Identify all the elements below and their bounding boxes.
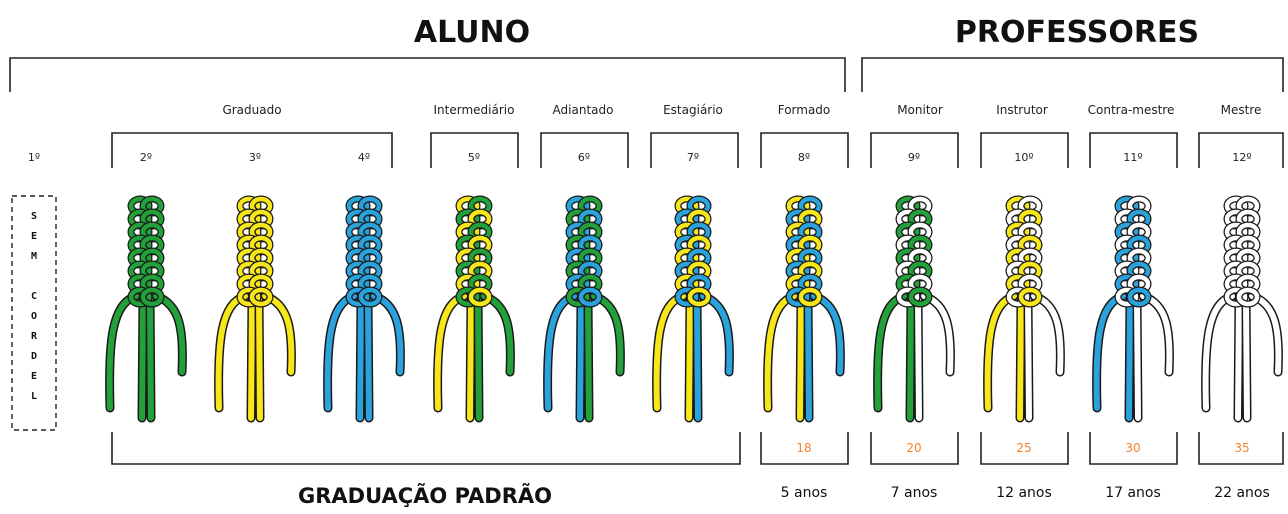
no-cord-label: S E M C O R D E L <box>31 211 38 402</box>
level-ordinal-7: 7º <box>687 151 699 164</box>
group-label-formado: Formado <box>778 103 831 117</box>
level-ordinal-2: 2º <box>140 151 152 164</box>
level-ordinal-4: 4º <box>358 151 370 164</box>
no-cord-letter: O <box>31 311 37 322</box>
min-age-9: 20 <box>906 441 921 455</box>
cord-level-9 <box>878 199 951 418</box>
level-ordinal-6: 6º <box>578 151 590 164</box>
years-10: 12 anos <box>996 485 1052 501</box>
bracket-graduacao-padrao <box>112 432 740 464</box>
cord-level-11 <box>1097 199 1170 418</box>
no-cord-letter: R <box>31 331 38 342</box>
level-ordinal-9: 9º <box>908 151 920 164</box>
years-12: 22 anos <box>1214 485 1270 501</box>
group-label-contra-mestre: Contra-mestre <box>1088 103 1175 117</box>
level-ordinal-11: 11º <box>1123 151 1142 164</box>
no-cord-letter: D <box>31 351 37 362</box>
years-8: 5 anos <box>781 485 828 501</box>
group-label-adiantado: Adiantado <box>553 103 614 117</box>
aluno-bracket <box>10 58 845 92</box>
min-age-12: 35 <box>1234 441 1249 455</box>
graduacao-padrao-label: GRADUAÇÃO PADRÃO <box>298 483 552 508</box>
cord-level-5 <box>438 199 511 418</box>
professores-bracket <box>862 58 1283 92</box>
cord-level-4 <box>328 199 401 418</box>
min-age-11: 30 <box>1125 441 1140 455</box>
no-cord-letter: M <box>31 251 37 262</box>
level-ordinal-3: 3º <box>249 151 261 164</box>
level-ordinal-10: 10º <box>1014 151 1033 164</box>
level-ordinal-5: 5º <box>468 151 480 164</box>
cord-level-10 <box>988 199 1061 418</box>
group-label-monitor: Monitor <box>897 103 943 117</box>
min-age-8: 18 <box>796 441 811 455</box>
group-label-estagiario: Estagiário <box>663 103 723 117</box>
no-cord-letter: E <box>31 371 37 382</box>
group-label-instrutor: Instrutor <box>996 103 1048 117</box>
cord-level-2 <box>110 199 183 418</box>
professores-header: PROFESSORES <box>955 15 1199 50</box>
no-cord-letter: S <box>31 211 37 222</box>
no-cord-letter: L <box>31 391 37 402</box>
group-label-mestre: Mestre <box>1221 103 1262 117</box>
no-cord-letter: C <box>31 291 37 302</box>
cord-level-6 <box>548 199 621 418</box>
cord-level-3 <box>219 199 292 418</box>
cords-layer <box>110 199 1279 418</box>
group-label-graduado: Graduado <box>222 103 281 117</box>
cord-level-8 <box>768 199 841 418</box>
level-ordinal-1: 1º <box>28 151 40 164</box>
cord-level-12 <box>1206 199 1279 418</box>
aluno-header: ALUNO <box>414 15 530 50</box>
years-11: 17 anos <box>1105 485 1161 501</box>
level-ordinal-8: 8º <box>798 151 810 164</box>
level-ordinal-12: 12º <box>1232 151 1251 164</box>
group-label-intermediario: Intermediário <box>434 103 515 117</box>
cord-level-7 <box>657 199 730 418</box>
min-age-10: 25 <box>1016 441 1031 455</box>
years-9: 7 anos <box>891 485 938 501</box>
no-cord-letter: E <box>31 231 37 242</box>
